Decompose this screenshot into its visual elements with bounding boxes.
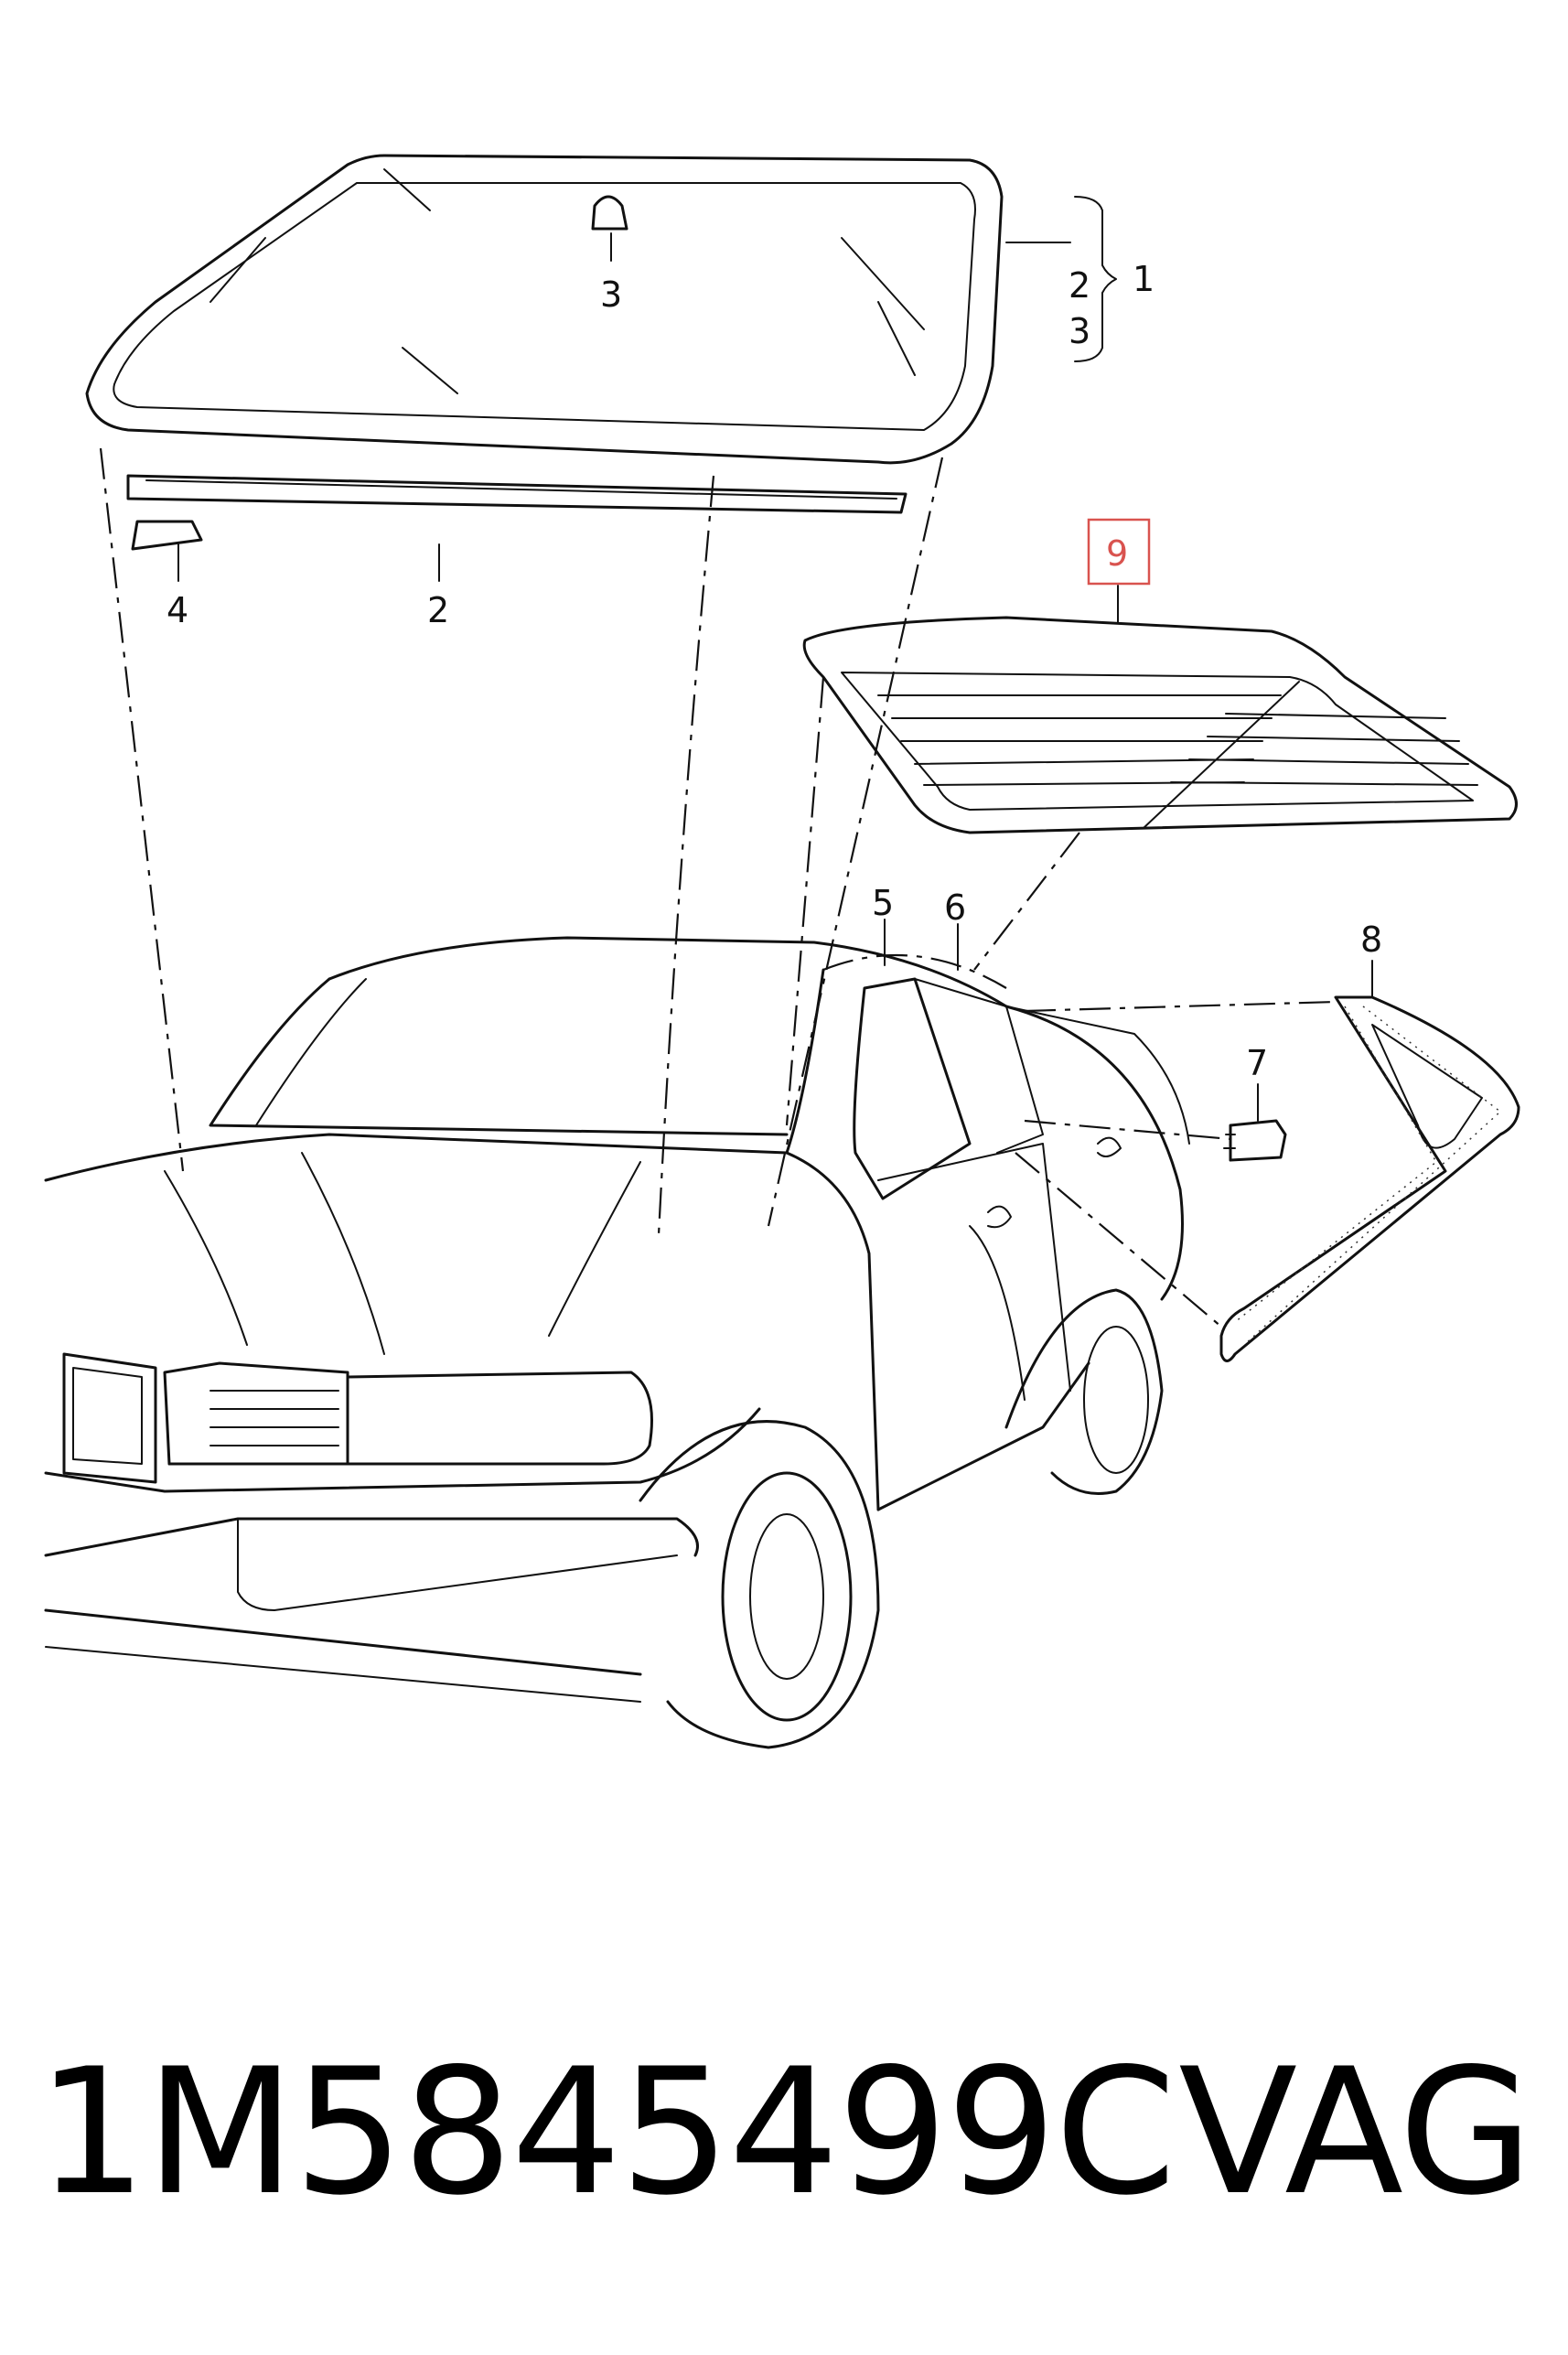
rear-window-part [802,616,1518,834]
callout-7: 7 [1246,1043,1268,1083]
seal-strip-part [126,474,908,514]
highlight-box-9 [1087,518,1151,586]
quarter-glass-part [1219,995,1520,1362]
callout-8: 8 [1360,919,1382,960]
callout-3b: 3 [600,274,622,315]
car-body [44,936,1190,1749]
footer: 1M5845499C VAG [37,2030,1533,2233]
callout-4: 4 [166,590,188,630]
windscreen-part [85,154,1004,465]
clip-part [131,520,203,551]
callout-9: 9 [1106,533,1128,574]
callout-leader-1 [1005,196,1117,362]
part-number: 1M5845499C [37,2030,1176,2233]
brand-label: VAG [1178,2030,1533,2233]
callout-2b: 2 [427,590,449,630]
callout-1: 1 [1133,259,1155,299]
fastener-part [1223,1119,1287,1162]
callout-5: 5 [872,883,894,923]
callout-2a: 2 [1069,265,1090,306]
assembly-lines [99,447,1337,1328]
callout-6: 6 [944,887,966,928]
callout-3a-side: 3 [1069,311,1090,351]
